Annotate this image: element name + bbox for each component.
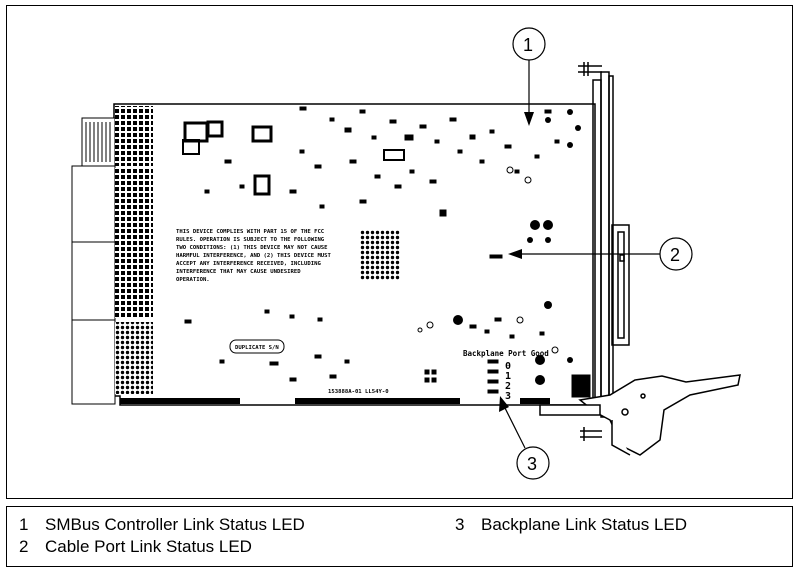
backplane-port-title: Backplane Port Good [463, 349, 549, 358]
legend-number: 1 [19, 515, 29, 534]
legend-label: Cable Port Link Status LED [45, 537, 252, 556]
backplane-port-1: 1 [505, 371, 511, 382]
legend-label: SMBus Controller Link Status LED [45, 515, 305, 534]
callout-3-number: 3 [527, 454, 537, 474]
ejector-handle [539, 374, 741, 456]
fcc-line-4: HARMFUL INTERFERENCE, AND (2) THIS DEVIC… [176, 253, 332, 259]
backplane-port-0: 0 [505, 361, 511, 372]
backplane-port-3: 3 [505, 391, 511, 402]
legend-label: Backplane Link Status LED [481, 515, 688, 534]
figure-frame [6, 5, 793, 499]
backplane-port-2: 2 [505, 381, 511, 392]
fcc-line-5: ACCEPT ANY INTERFERENCE RECEIVED, INCLUD… [176, 261, 321, 267]
fcc-line-3: TWO CONDITIONS: (1) THIS DEVICE MAY NOT … [176, 245, 328, 251]
duplicate-sn-label: DUPLICATE S/N [235, 345, 279, 351]
callout-2-number: 2 [670, 245, 680, 265]
callout-1-arrowhead [524, 112, 534, 126]
duplicate-sn-box [229, 339, 285, 354]
callout-3-arrowhead [499, 396, 509, 412]
fcc-line-7: OPERATION. [176, 277, 210, 283]
legend-number: 2 [19, 537, 29, 556]
board-diagram: THIS DEVICE COMPLIES WITH PART 15 OF THE… [71, 27, 741, 480]
fcc-line-6: INTERFERENCE THAT MAY CAUSE UNDESIRED [176, 269, 301, 275]
fcc-line-2: RULES. OPERATION IS SUBJECT TO THE FOLLO… [176, 237, 325, 243]
callout-3: 3 [499, 396, 550, 480]
legend-frame: 1 SMBus Controller Link Status LED 2 Cab… [6, 506, 793, 567]
mounting-holes [453, 109, 581, 385]
part-number: 153888A-01 LL54Y-0 [328, 389, 389, 395]
callout-1: 1 [512, 27, 546, 126]
fcc-line-1: THIS DEVICE COMPLIES WITH PART 15 OF THE… [176, 229, 324, 235]
callout-2: 2 [508, 237, 693, 271]
backplane-connectors [71, 106, 153, 405]
pcb-components [182, 106, 591, 398]
legend-number: 3 [455, 515, 465, 534]
callout-2-arrowhead [508, 249, 522, 259]
fcc-notice: THIS DEVICE COMPLIES WITH PART 15 OF THE… [176, 229, 332, 283]
callout-1-number: 1 [523, 35, 533, 55]
